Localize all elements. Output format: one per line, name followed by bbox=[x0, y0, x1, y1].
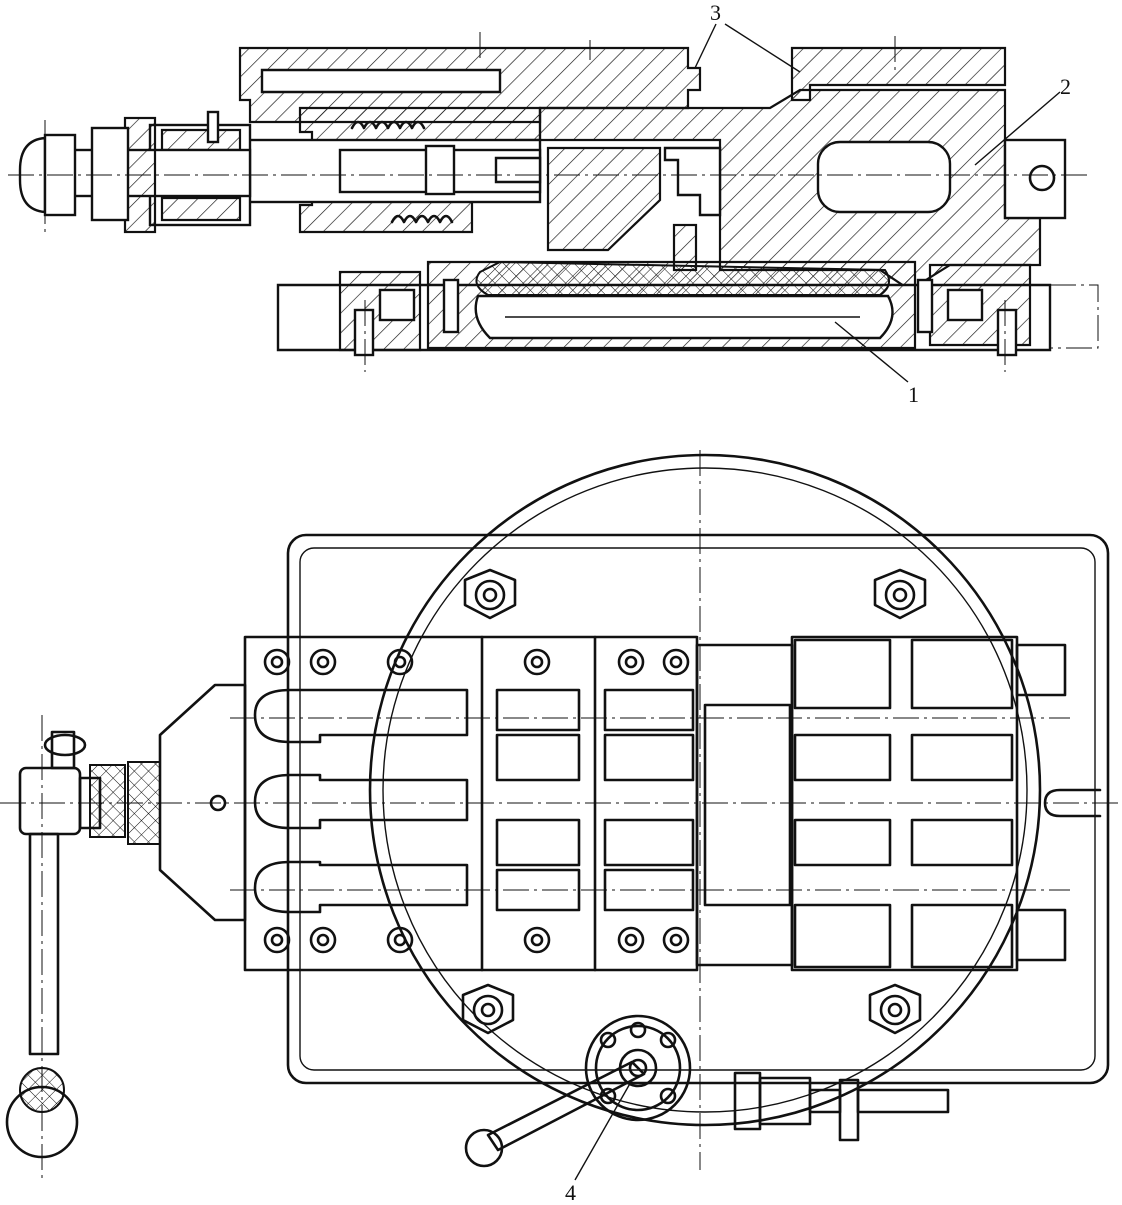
right-dowel bbox=[916, 278, 934, 334]
wedge bbox=[546, 146, 662, 252]
callout-2-label: 2 bbox=[1060, 74, 1071, 99]
screw-nut bbox=[424, 144, 456, 196]
corner-bolt-bottom-left bbox=[461, 983, 515, 1035]
keyhole-slot-1 bbox=[253, 688, 469, 744]
right-lug bbox=[1003, 138, 1067, 220]
corner-bolt-bottom-right bbox=[868, 983, 922, 1035]
screw-tip bbox=[494, 156, 542, 184]
callout-4-group: 4 bbox=[565, 1079, 633, 1205]
callout-3-leader-b bbox=[724, 23, 801, 73]
keyhole-slot-3 bbox=[253, 860, 469, 914]
right-rail-bottom bbox=[1015, 908, 1067, 962]
callout-1-label: 1 bbox=[908, 382, 919, 407]
corner-bolt-top-right bbox=[873, 568, 927, 620]
housing-wall-lower bbox=[160, 196, 242, 222]
left-micrometer-handle bbox=[5, 730, 161, 1159]
body-cavity bbox=[816, 140, 952, 214]
callout-2-group: 2 bbox=[974, 74, 1071, 166]
right-bolt-head bbox=[946, 288, 984, 322]
left-bolt-head bbox=[378, 288, 416, 322]
center-guide-rib bbox=[703, 703, 792, 907]
plan-base-inner bbox=[299, 547, 1096, 1071]
left-jaw-bolt-holes bbox=[263, 648, 690, 954]
left-dowel bbox=[442, 278, 460, 334]
center-guide-channel bbox=[695, 643, 794, 967]
keyhole-slot-2 bbox=[253, 773, 469, 830]
lower-spring bbox=[390, 214, 454, 224]
plan-base-outline bbox=[286, 533, 1110, 1085]
callout-4-leader bbox=[574, 1079, 633, 1181]
right-rail-top bbox=[1015, 643, 1067, 697]
lever-assembly-4 bbox=[464, 1014, 692, 1168]
callout-3-leader-a bbox=[694, 23, 717, 69]
callout-1-leader bbox=[834, 321, 909, 383]
callout-3-label: 3 bbox=[710, 0, 721, 25]
shaft-bearing bbox=[90, 126, 130, 222]
right-lug-hole bbox=[1028, 164, 1056, 192]
housing-wall-upper bbox=[160, 128, 242, 152]
callout-3-group: 3 bbox=[694, 0, 801, 73]
base-phantom-outline bbox=[1050, 284, 1099, 349]
rotary-table-disk bbox=[368, 453, 1042, 1127]
left-screw bbox=[353, 308, 375, 357]
right-adjust-screw bbox=[733, 1071, 950, 1142]
callout-2-leader bbox=[974, 91, 1061, 166]
upper-jaw-slot bbox=[260, 68, 502, 94]
oil-pin bbox=[206, 110, 220, 144]
right-screw bbox=[996, 308, 1018, 357]
callout-1-group: 1 bbox=[834, 321, 919, 407]
right-jaw-grid bbox=[793, 638, 1014, 969]
wedge-guide bbox=[663, 146, 722, 217]
plan-view bbox=[0, 450, 1120, 1180]
callout-4-label: 4 bbox=[565, 1180, 576, 1205]
rotary-table-inner-rim bbox=[382, 467, 1028, 1113]
corner-bolt-top-left bbox=[463, 568, 517, 620]
upper-spring bbox=[350, 120, 426, 130]
section-view bbox=[8, 32, 1099, 372]
